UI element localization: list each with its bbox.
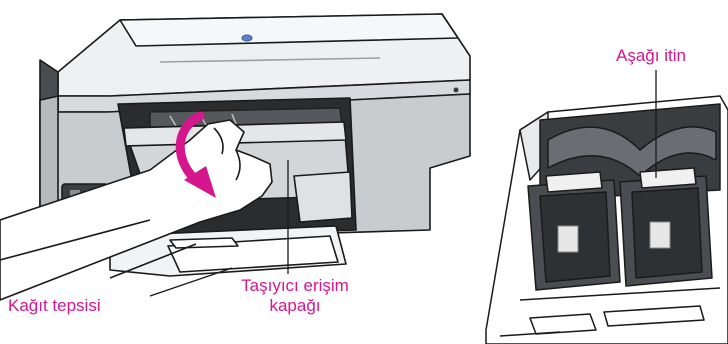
print-cartridge-cradle-illustration xyxy=(486,96,728,344)
push-down-label: Aşağı itin xyxy=(616,46,686,66)
carriage-door-label-line1: Taşıyıcı erişim xyxy=(220,276,370,296)
paper-tray-label: Kağıt tepsisi xyxy=(8,296,101,316)
carriage-door-label: Taşıyıcı erişim kapağı xyxy=(220,276,370,316)
carriage-door-label-line2: kapağı xyxy=(220,296,370,316)
